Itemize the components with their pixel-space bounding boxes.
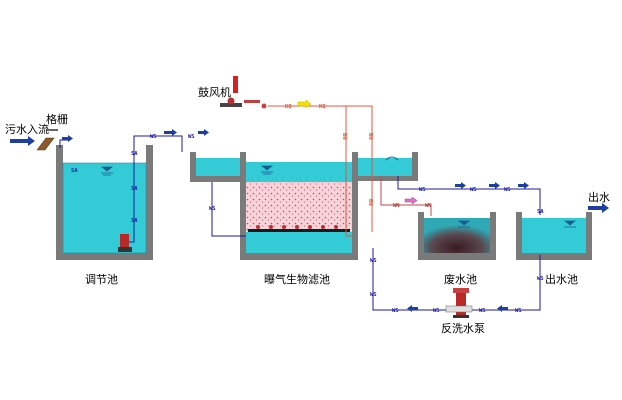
water-level-icon <box>563 220 577 228</box>
screen-label: 格栅 <box>46 112 68 126</box>
sludge-water <box>424 218 490 253</box>
tank-wall <box>190 152 196 182</box>
tank-wall <box>56 145 63 260</box>
pipe-code-bn: BN <box>341 133 347 140</box>
diffuser-icons <box>256 225 338 229</box>
pipe-code-ws: WS <box>370 258 377 264</box>
effluent-tank <box>516 212 592 260</box>
tank-wall <box>418 212 424 260</box>
tank-wall <box>586 212 592 260</box>
pipe-code-kq: KQ <box>319 104 326 110</box>
pipe-code-ws: WS <box>433 308 440 314</box>
pipe-code-ws: WS <box>419 187 426 193</box>
outlet-channel-floor <box>358 176 418 181</box>
screen-icon <box>36 137 55 151</box>
pipe-code-wn: WN <box>425 203 432 209</box>
weir-icon <box>385 156 399 161</box>
outflow-arrow-icon <box>588 203 609 213</box>
water-body <box>62 162 147 254</box>
pipe-code-sa: SA <box>131 218 138 224</box>
flow-arrow-icon <box>518 182 529 189</box>
pipe-code-ws: WS <box>188 134 195 140</box>
tank-floor <box>240 253 358 260</box>
tank-wall <box>352 152 358 260</box>
pipe-code-ws: WS <box>479 308 486 314</box>
pipe-code-ws: WS <box>370 292 377 298</box>
blower-label: 鼓风机 <box>198 85 231 99</box>
pipe-code-ws: WS <box>209 206 216 212</box>
water-body <box>246 232 352 253</box>
pipe-code-ws: WS <box>150 134 157 140</box>
submersible-pump-icon <box>118 234 132 252</box>
inflow-label: 污水入流 <box>5 122 49 136</box>
pipe-code-ws: WS <box>392 308 399 314</box>
baf-tank-label: 曝气生物滤池 <box>264 272 330 286</box>
sewage-pipe <box>129 135 183 243</box>
waste-pipe <box>380 176 432 216</box>
pipe-code-sa: SA <box>537 209 544 215</box>
equalization-tank-label: 调节池 <box>85 273 118 286</box>
pipe-code-ws: WS <box>537 276 544 282</box>
aeration-grid <box>248 229 350 232</box>
water-level-icon <box>100 166 114 176</box>
pipe-code-ws: WS <box>470 187 477 193</box>
effluent-tank-label: 出水池 <box>545 272 578 286</box>
flow-arrow-icon <box>497 305 508 312</box>
tank-wall <box>412 152 418 181</box>
flow-arrow-icon <box>489 182 500 189</box>
outlet-channel-water <box>358 158 418 176</box>
tank-floor <box>516 253 592 260</box>
backwash-pump-icon <box>445 288 473 318</box>
outflow-label: 出水 <box>588 190 610 204</box>
tank-floor <box>56 253 153 260</box>
tank-wall <box>146 145 153 260</box>
pipe-code-sa: SA <box>131 151 138 157</box>
pipe-code-wn: WN <box>393 203 400 209</box>
water-body <box>246 162 352 182</box>
pipe-code-sa: SA <box>71 168 78 174</box>
flow-arrow-icon <box>164 129 177 136</box>
pipe-code-ws: WS <box>504 187 511 193</box>
water-level-icon <box>260 165 274 175</box>
flow-arrow-icon <box>455 182 466 189</box>
tank-wall <box>516 212 522 260</box>
backwash-pipe <box>372 248 541 311</box>
filter-media <box>246 182 352 232</box>
tank-wall <box>490 212 496 260</box>
wastewater-tank-label: 废水池 <box>444 272 477 286</box>
inflow-arrow-icon <box>10 136 35 146</box>
air-arrow-icon <box>297 99 312 109</box>
pipe-code-bn: BN <box>367 133 373 140</box>
flow-arrow-icon <box>198 129 209 136</box>
waste-arrow-icon <box>404 196 418 205</box>
inlet-channel-water <box>196 158 240 176</box>
backwash-pump-label: 反洗水泵 <box>441 322 485 335</box>
wastewater-tank <box>418 212 496 260</box>
pipe-code-kq: KQ <box>285 104 292 110</box>
blower-icon <box>220 76 267 109</box>
pipe-code-sa: SA <box>131 186 138 192</box>
tank-floor <box>418 253 496 260</box>
tank-wall <box>240 152 246 260</box>
flow-arrow-icon <box>62 135 73 142</box>
inlet-channel-floor <box>190 176 240 182</box>
water-body <box>522 218 586 253</box>
pipe-code-ws: WS <box>515 308 522 314</box>
water-level-icon <box>457 220 471 228</box>
feed-pipe <box>211 182 246 237</box>
pipe-code-bn: BN <box>367 199 373 206</box>
effluent-pipe <box>397 176 541 215</box>
flow-arrow-icon <box>407 305 418 312</box>
baf-tank <box>190 152 418 260</box>
equalization-tank <box>56 145 153 260</box>
